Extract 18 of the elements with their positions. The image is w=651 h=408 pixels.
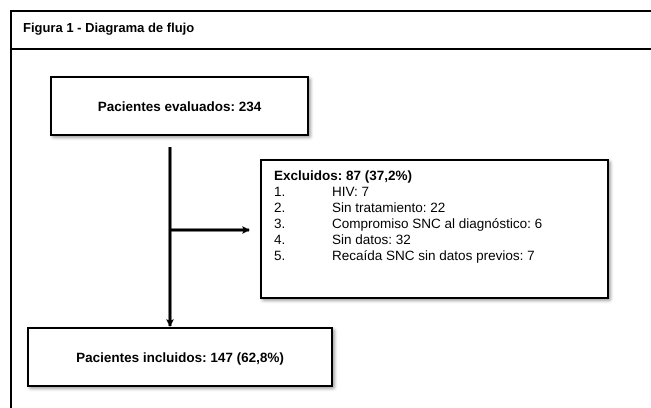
- list-item: Sin datos: 32: [332, 232, 411, 248]
- list-item: Compromiso SNC al diagnóstico: 6: [332, 216, 542, 232]
- list-item: HIV: 7: [332, 184, 370, 200]
- list-number: 4.: [274, 232, 286, 248]
- box-text: Pacientes evaluados: 234: [98, 98, 262, 114]
- list-item: Recaída SNC sin datos previos: 7: [332, 248, 535, 264]
- process-box: [50, 76, 309, 136]
- list-number: 2.: [274, 200, 286, 216]
- box-heading: Excluidos: 87 (37,2%): [274, 167, 414, 184]
- figure-title: Figura 1 - Diagrama de flujo: [23, 20, 194, 35]
- list-number: 5.: [274, 248, 286, 264]
- box-text: Pacientes incluidos: 147 (62,8%): [76, 350, 284, 364]
- list-item: Sin tratamiento: 22: [332, 200, 446, 216]
- list-number: 3.: [274, 216, 286, 232]
- process-box: [27, 327, 333, 387]
- list-number: 1.: [274, 184, 286, 200]
- exclusion-box: [260, 159, 609, 299]
- arrow: [168, 147, 250, 234]
